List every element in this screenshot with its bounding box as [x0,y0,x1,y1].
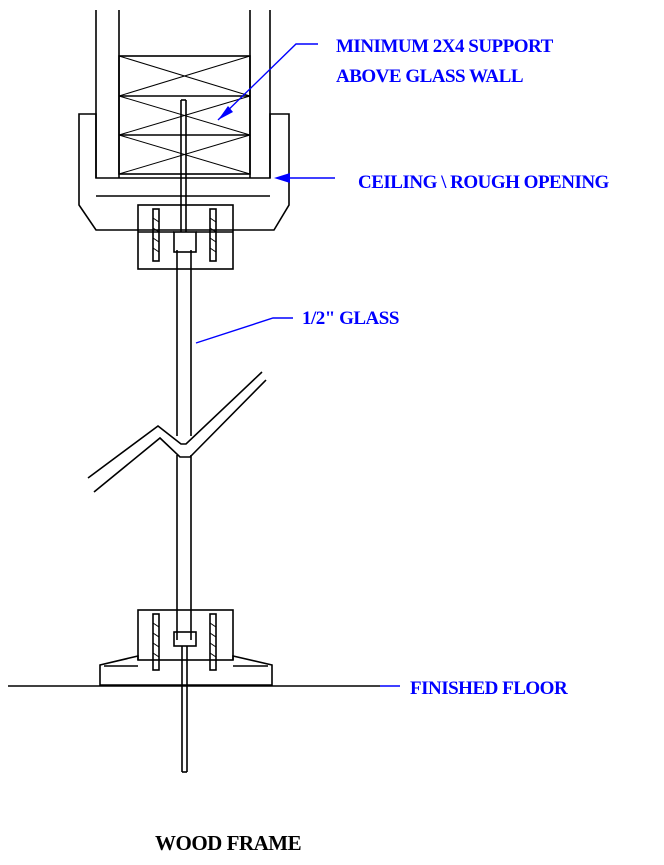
support-label-line1: MINIMUM 2X4 SUPPORT [336,36,554,57]
glass-panel [176,250,192,640]
support-label-line2: ABOVE GLASS WALL [336,66,523,87]
2x4-support-blocks [118,55,251,175]
floor-anchor [181,646,188,773]
ceiling-leader [274,173,335,183]
drawing-title: WOOD FRAME [155,831,301,855]
break-line [87,371,267,493]
support-leader [217,43,318,121]
upper-rod [180,99,187,232]
glass-leader [195,317,293,344]
ceiling-label: CEILING \ ROUGH OPENING [358,172,610,193]
ceiling-trim [78,113,290,231]
floor-label: FINISHED FLOOR [410,678,568,699]
glass-label: 1/2" GLASS [302,308,399,329]
top-glass-channel [137,204,234,270]
bottom-shoe [99,609,273,686]
